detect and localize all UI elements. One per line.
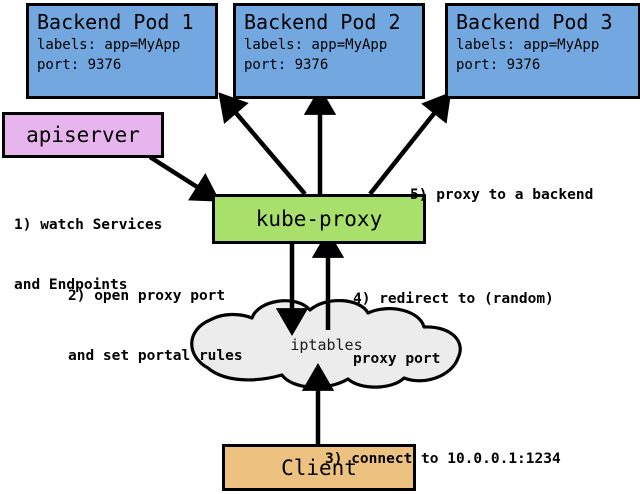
backend-pod-3-box: Backend Pod 3 labels: app=MyApp port: 93… bbox=[445, 3, 640, 99]
apiserver-label: apiserver bbox=[26, 123, 140, 147]
backend-pod-1-title: Backend Pod 1 bbox=[37, 10, 194, 34]
step-3-line-1: 3) connect to 10.0.0.1:1234 bbox=[325, 451, 561, 467]
backend-pod-3-labels: labels: app=MyApp bbox=[456, 37, 600, 53]
step-5-annotation: 5) proxy to a backend bbox=[410, 145, 593, 245]
step-4-annotation: 4) redirect to (random) proxy port bbox=[353, 249, 554, 409]
backend-pod-1-box: Backend Pod 1 labels: app=MyApp port: 93… bbox=[26, 3, 218, 99]
step-5-line-1: 5) proxy to a backend bbox=[410, 187, 594, 203]
step-1-annotation: 1) watch Services and Endpoints bbox=[14, 175, 162, 335]
backend-pod-2-labels: labels: app=MyApp bbox=[244, 37, 388, 53]
client-label: Client bbox=[281, 455, 357, 480]
step-1-line-2: and Endpoints bbox=[14, 277, 128, 293]
backend-pod-1-port: port: 9376 bbox=[37, 57, 122, 73]
backend-pod-1-labels: labels: app=MyApp bbox=[37, 37, 181, 53]
arrow-kubeproxy-to-pod3 bbox=[368, 91, 452, 196]
step-3-annotation: 3) connect to 10.0.0.1:1234 bbox=[325, 409, 561, 494]
step-1-line-1: 1) watch Services bbox=[14, 217, 163, 233]
step-4-line-1: 4) redirect to (random) bbox=[353, 291, 554, 307]
backend-pod-2-title: Backend Pod 2 bbox=[244, 10, 401, 34]
kube-proxy-label: kube-proxy bbox=[255, 207, 383, 231]
apiserver-box: apiserver bbox=[2, 112, 164, 158]
arrow-kubeproxy-to-pod1 bbox=[218, 92, 307, 196]
iptables-cloud bbox=[190, 298, 462, 389]
backend-pod-2-port: port: 9376 bbox=[244, 57, 329, 73]
backend-pod-2-box: Backend Pod 2 labels: app=MyApp port: 93… bbox=[233, 3, 425, 99]
arrow-apiserver-to-kubeproxy bbox=[148, 155, 221, 202]
step-2-line-2: and set portal rules bbox=[68, 348, 243, 364]
backend-pod-3-port: port: 9376 bbox=[456, 57, 541, 73]
step-4-line-2: proxy port bbox=[353, 351, 441, 367]
backend-pod-3-title: Backend Pod 3 bbox=[456, 10, 613, 34]
iptables-label: iptables bbox=[290, 336, 363, 354]
step-2-annotation: 2) open proxy port and set portal rules bbox=[68, 246, 243, 406]
client-box: Client bbox=[222, 444, 416, 491]
kube-proxy-box: kube-proxy bbox=[212, 194, 426, 244]
step-2-line-1: 2) open proxy port bbox=[68, 288, 226, 304]
